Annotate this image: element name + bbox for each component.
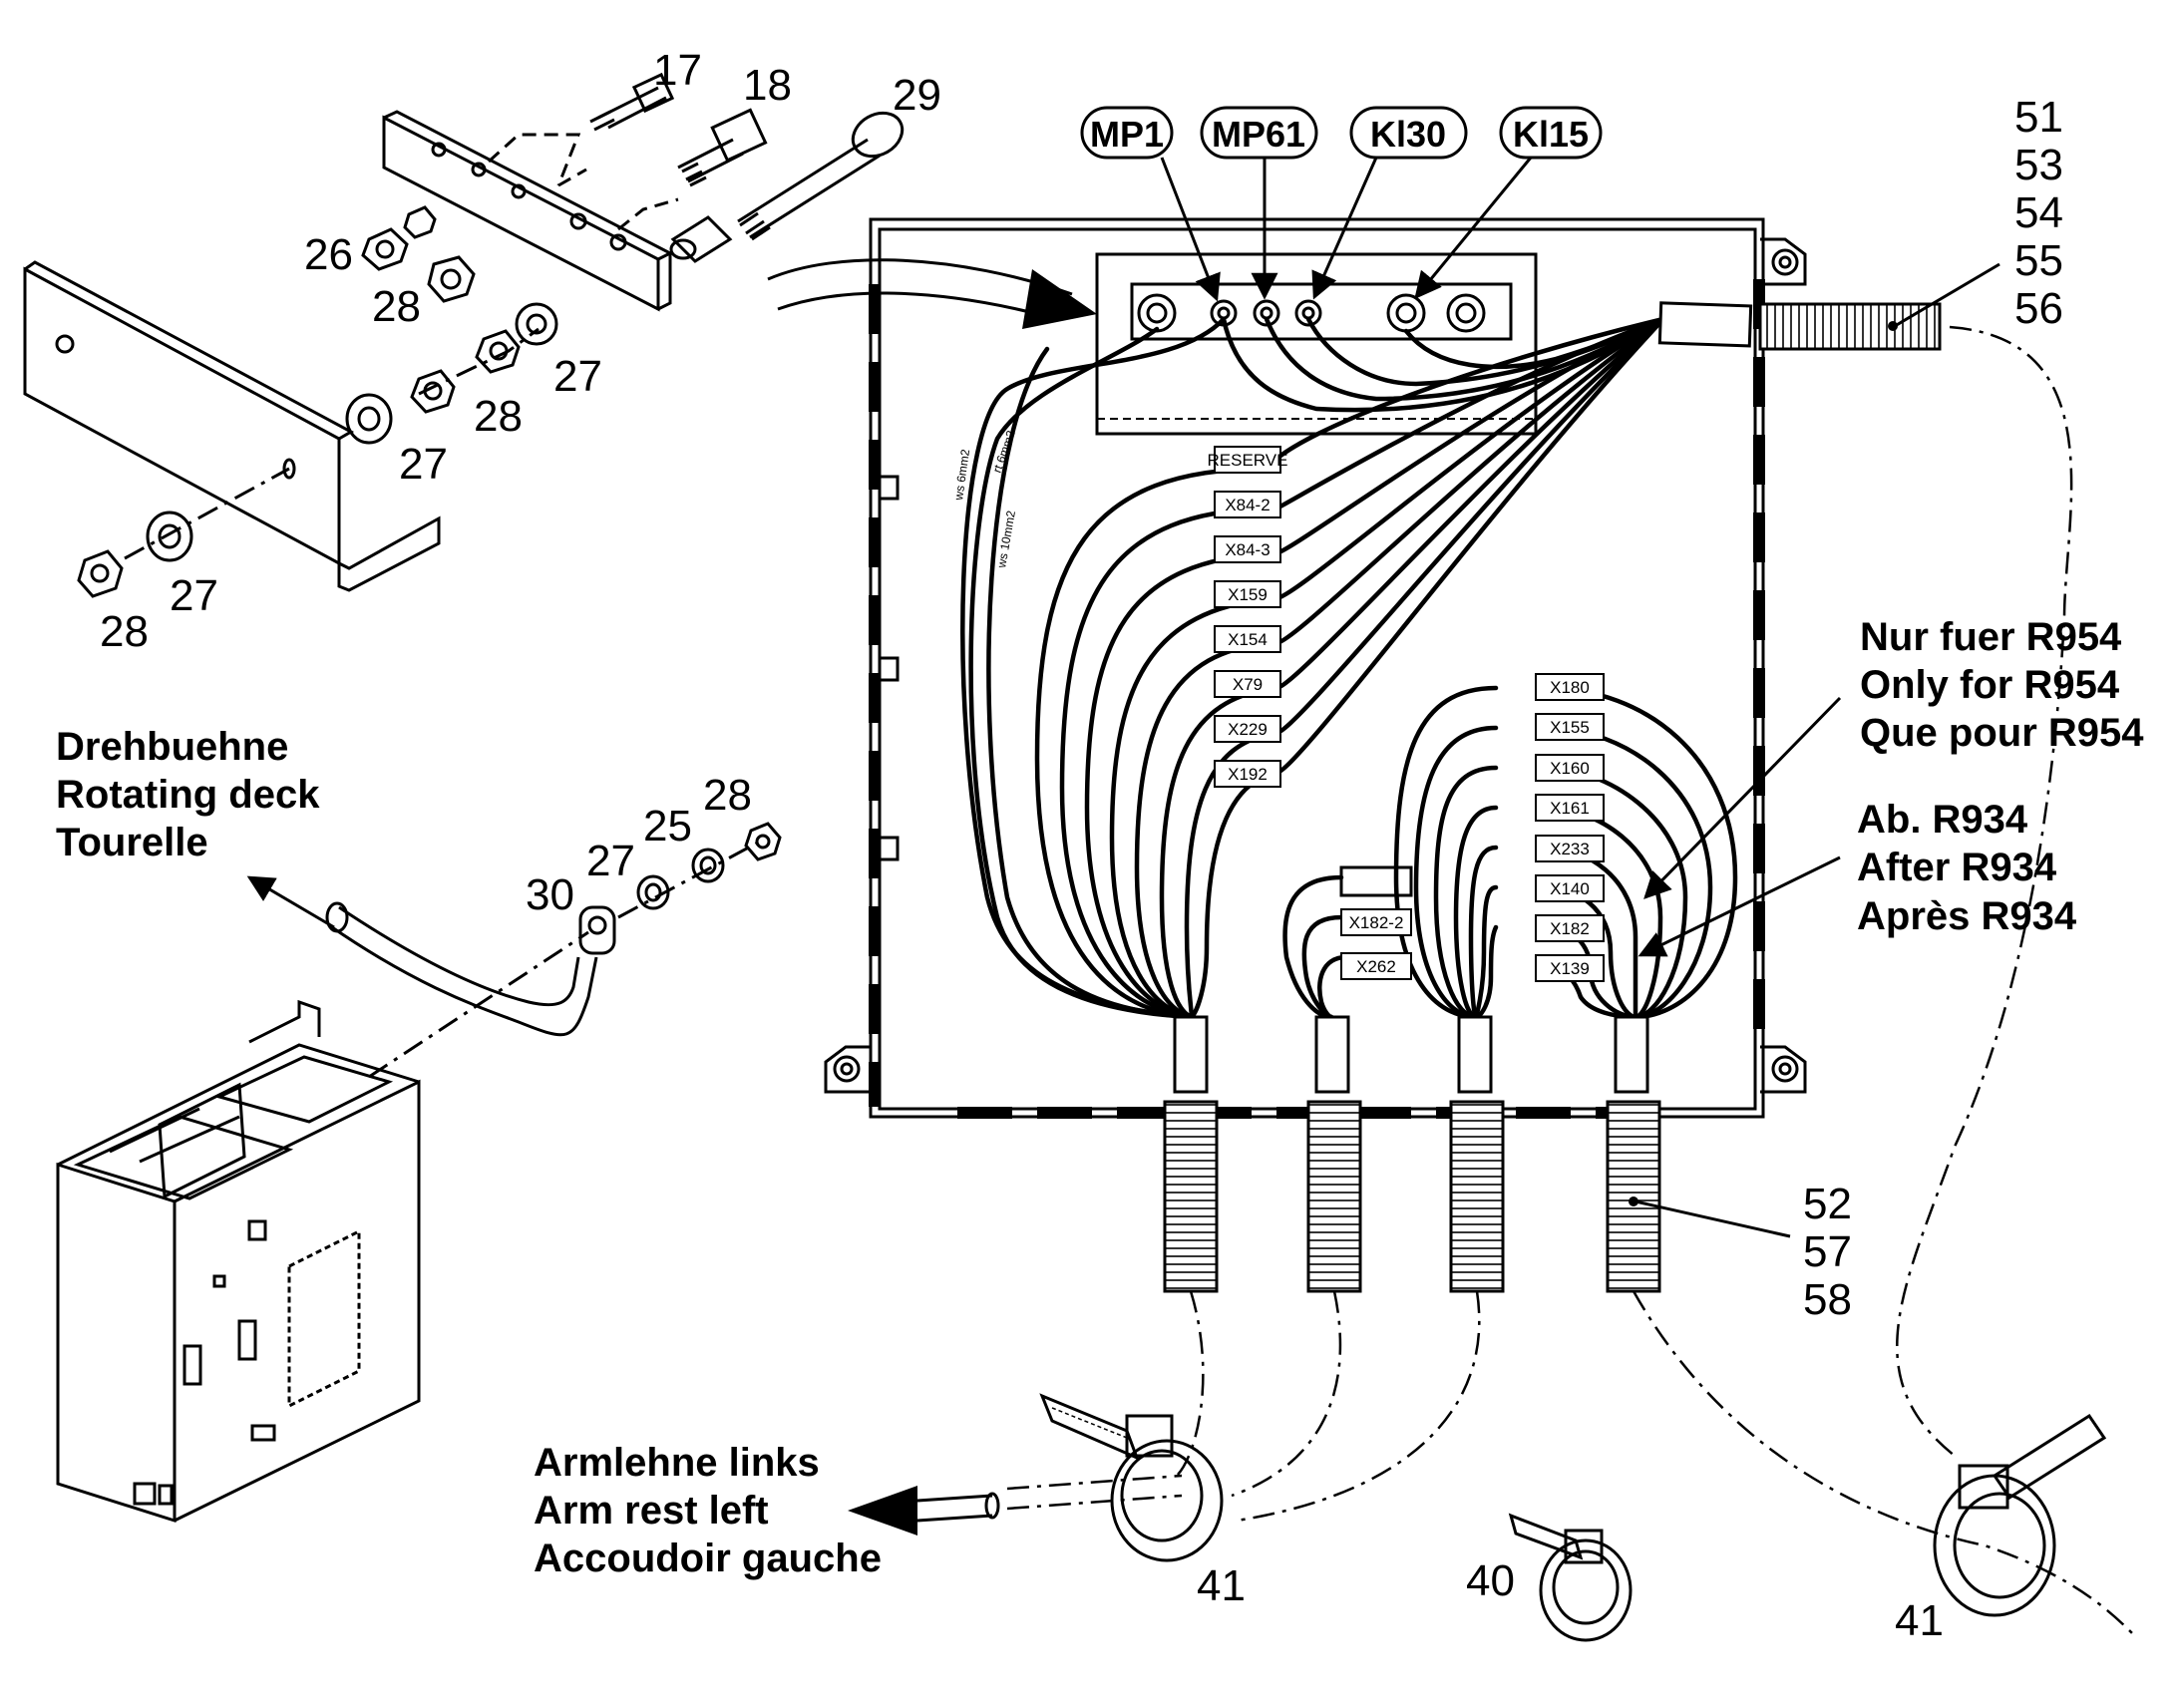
test-point-mp1: MP1 xyxy=(1090,114,1164,155)
test-points: MP1 MP61 Kl30 Kl15 xyxy=(1080,106,1603,302)
svg-text:After R934: After R934 xyxy=(1857,846,2057,889)
connector-x155: X155 xyxy=(1550,718,1590,737)
svg-text:58: 58 xyxy=(1803,1275,1852,1324)
connector-tags: RESERVE X84-2 X84-3 X159 X154 X79 X229 X… xyxy=(1208,446,1605,982)
callout-29: 29 xyxy=(893,71,941,120)
callout-27: 27 xyxy=(399,440,448,489)
svg-text:Armlehne links: Armlehne links xyxy=(534,1441,820,1485)
callout-18: 18 xyxy=(743,61,792,110)
connector-x139: X139 xyxy=(1550,959,1590,978)
rotating-deck-arrow xyxy=(246,875,335,929)
callout-28: 28 xyxy=(474,392,523,441)
connector-x180: X180 xyxy=(1550,678,1590,697)
r934-caption: Ab. R934 After R934 Après R934 xyxy=(1857,798,2077,938)
cable-tie-40 xyxy=(1508,1513,1633,1642)
callout-27: 27 xyxy=(586,837,635,885)
connector-x182: X182 xyxy=(1550,919,1590,938)
callout-28: 28 xyxy=(100,607,149,656)
mounting-hardware xyxy=(23,72,905,598)
connector-x154: X154 xyxy=(1228,630,1268,649)
leader-line xyxy=(1894,262,2000,328)
callout-17: 17 xyxy=(653,46,702,95)
callout-stack-top-right: 51 53 54 55 56 xyxy=(2014,93,2063,333)
callout-28: 28 xyxy=(372,282,421,331)
callout-27: 27 xyxy=(170,571,218,620)
callout-stack-bottom-right: 52 57 58 xyxy=(1803,1180,1852,1324)
svg-text:Nur fuer R954: Nur fuer R954 xyxy=(1860,615,2122,659)
routing-lines xyxy=(1006,325,2135,1636)
leader-line xyxy=(1635,1199,1791,1238)
connector-x262: X262 xyxy=(1356,957,1396,976)
callout-25: 25 xyxy=(643,802,692,851)
connector-x84-2: X84-2 xyxy=(1225,496,1270,514)
ground-cable xyxy=(325,822,782,1079)
test-point-kl30: Kl30 xyxy=(1370,114,1446,155)
svg-text:Rotating deck: Rotating deck xyxy=(56,773,320,817)
callout-41: 41 xyxy=(1895,1596,1944,1645)
connector-x161: X161 xyxy=(1550,799,1590,818)
electronics-box xyxy=(56,999,421,1524)
callout-41: 41 xyxy=(1197,1561,1246,1610)
connector-x182-2: X182-2 xyxy=(1349,913,1404,932)
svg-text:Ab. R934: Ab. R934 xyxy=(1857,798,2028,842)
svg-text:54: 54 xyxy=(2014,188,2063,237)
svg-text:Après R934: Après R934 xyxy=(1857,894,2077,938)
r954-caption: Nur fuer R954 Only for R954 Que pour R95… xyxy=(1860,615,2144,755)
svg-text:53: 53 xyxy=(2014,141,2063,189)
callout-27: 27 xyxy=(553,352,602,401)
svg-text:Only for R954: Only for R954 xyxy=(1860,663,2120,707)
callout-28: 28 xyxy=(703,771,752,820)
connector-x160: X160 xyxy=(1550,759,1590,778)
cable-tie-41-left xyxy=(1039,1393,1224,1562)
connector-x233: X233 xyxy=(1550,840,1590,858)
callout-30: 30 xyxy=(526,870,574,919)
r934-arrow xyxy=(1637,855,1841,957)
svg-text:57: 57 xyxy=(1803,1227,1852,1276)
connector-x229: X229 xyxy=(1228,720,1268,739)
wiring-harness xyxy=(960,301,1942,1293)
svg-text:Que pour R954: Que pour R954 xyxy=(1860,711,2144,755)
connector-x140: X140 xyxy=(1550,879,1590,898)
svg-text:52: 52 xyxy=(1803,1180,1852,1228)
svg-text:Accoudoir gauche: Accoudoir gauche xyxy=(534,1537,882,1580)
svg-text:55: 55 xyxy=(2014,236,2063,285)
svg-text:Drehbuehne: Drehbuehne xyxy=(56,725,288,769)
svg-text:Arm rest left: Arm rest left xyxy=(534,1489,769,1533)
r954-arrow xyxy=(1643,696,1842,899)
connector-x192: X192 xyxy=(1228,765,1268,784)
connector-x159: X159 xyxy=(1228,585,1268,604)
callout-40: 40 xyxy=(1466,1556,1515,1605)
test-point-kl15: Kl15 xyxy=(1513,114,1589,155)
connector-reserve: RESERVE xyxy=(1208,451,1288,470)
callout-26: 26 xyxy=(304,230,353,279)
arm-rest-arrow xyxy=(848,1486,1000,1536)
svg-text:51: 51 xyxy=(2014,93,2063,142)
cable-tie-41-right xyxy=(1933,1413,2107,1617)
connector-x84-3: X84-3 xyxy=(1225,540,1270,559)
test-point-mp61: MP61 xyxy=(1212,114,1305,155)
connector-x79: X79 xyxy=(1233,675,1263,694)
arm-rest-caption: Armlehne links Arm rest left Accoudoir g… xyxy=(534,1441,882,1580)
rotating-deck-caption: Drehbuehne Rotating deck Tourelle xyxy=(56,725,320,864)
svg-text:56: 56 xyxy=(2014,284,2063,333)
svg-text:Tourelle: Tourelle xyxy=(56,821,208,864)
